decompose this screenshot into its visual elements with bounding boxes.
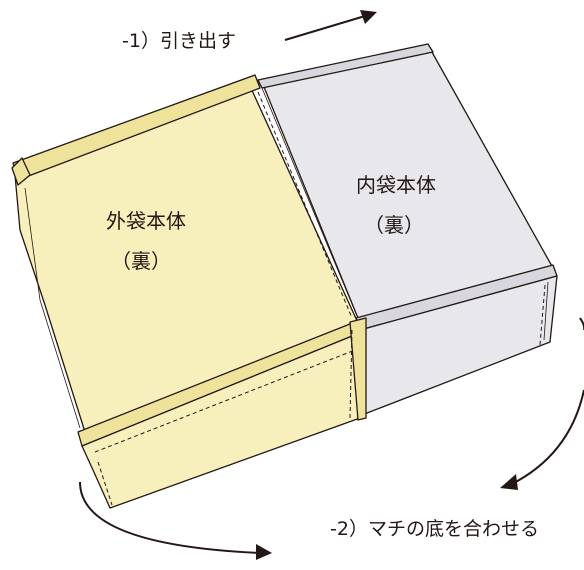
inner-bag-name-label: 内袋本体 — [356, 173, 436, 197]
stitch-line — [349, 329, 353, 419]
curved-arrow-head — [500, 474, 518, 490]
inner-bag-side-label: （裏） — [364, 213, 424, 237]
outer-bag-corner — [349, 317, 367, 421]
curved-arrow-head — [256, 544, 272, 560]
stitch-line — [94, 349, 356, 453]
curved-arrow-icon — [509, 389, 584, 486]
fold-line — [24, 187, 81, 429]
outer-bag-name-label: 外袋本体 — [106, 209, 186, 233]
step-2-label: -2）マチの底を合わせる — [330, 518, 539, 540]
seam-line — [261, 87, 358, 317]
inner-bag-body — [257, 43, 558, 416]
inner-bag-back-strip — [257, 43, 434, 89]
stitch-line — [539, 284, 546, 346]
stitch-line — [257, 91, 353, 319]
outer-bag-body — [11, 74, 367, 509]
outer-bag-side-label: （裏） — [111, 249, 171, 273]
arrow-right-icon — [284, 10, 377, 41]
outer-bag-left-tab — [11, 157, 31, 186]
seam-line — [543, 281, 549, 341]
stitch-line — [97, 461, 113, 506]
step-1-label: -1）引き出す — [122, 30, 236, 52]
outer-bag-front-face — [81, 331, 363, 509]
